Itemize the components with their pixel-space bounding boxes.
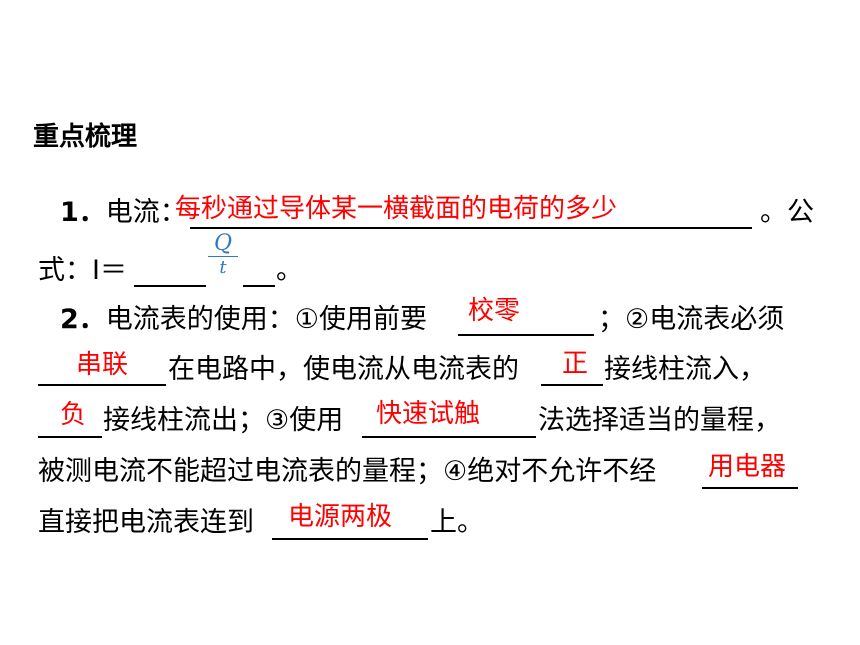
item-2-text-6: 法选择适当的量程， <box>538 405 781 436</box>
item-1-blank <box>190 227 752 229</box>
answer-6: 用电器 <box>708 452 787 482</box>
item-1-after: 。公 <box>760 197 814 228</box>
blank-6 <box>702 487 798 489</box>
item-2-text-1: 电流表的使用：①使用前要 <box>105 304 428 335</box>
section-heading: 重点梳理 <box>33 122 138 152</box>
answer-2: 串联 <box>76 350 129 380</box>
item-2-text-2: ；②电流表必须 <box>598 304 785 335</box>
answer-4: 负 <box>60 400 87 430</box>
answer-1: 校零 <box>468 296 521 326</box>
item-1-formula-blank-2 <box>243 285 275 287</box>
item-2-number: 2． <box>60 304 106 335</box>
item-2-text-9: 上。 <box>430 507 484 538</box>
answer-5: 快速试触 <box>376 399 481 429</box>
item-2-text-5: 接线柱流出；③使用 <box>103 405 344 436</box>
fraction-bar <box>208 256 238 257</box>
item-1-formula-suffix: 。 <box>276 255 303 286</box>
blank-4 <box>38 436 102 438</box>
blank-7 <box>272 538 428 540</box>
item-1-label: 电流： <box>105 197 187 228</box>
item-2-line-1: 2．电流表的使用：①使用前要 <box>60 303 427 337</box>
blank-2 <box>38 384 166 386</box>
item-1-formula-prefix: 式：I＝ <box>38 255 127 286</box>
item-1-answer: 每秒通过导体某一横截面的电荷的多少 <box>175 194 618 224</box>
blank-3 <box>541 384 603 386</box>
formula-numerator: Q <box>213 231 233 256</box>
blank-5 <box>362 436 536 438</box>
answer-7: 电源两极 <box>288 502 393 532</box>
item-1-line-1: 1．电流： <box>60 196 187 230</box>
formula-fraction: Q t <box>206 232 240 279</box>
item-1-number: 1． <box>60 197 106 228</box>
item-2-text-4: 接线柱流入， <box>604 354 766 385</box>
item-2-text-3: 在电路中，使电流从电流表的 <box>168 354 519 385</box>
item-2-text-8: 直接把电流表连到 <box>38 507 254 538</box>
answer-3: 正 <box>562 349 589 379</box>
formula-denominator: t <box>219 257 227 278</box>
item-1-formula-blank <box>134 285 206 287</box>
item-2-text-7: 被测电流不能超过电流表的量程；④绝对不允许不经 <box>38 456 657 487</box>
blank-1 <box>458 334 594 336</box>
